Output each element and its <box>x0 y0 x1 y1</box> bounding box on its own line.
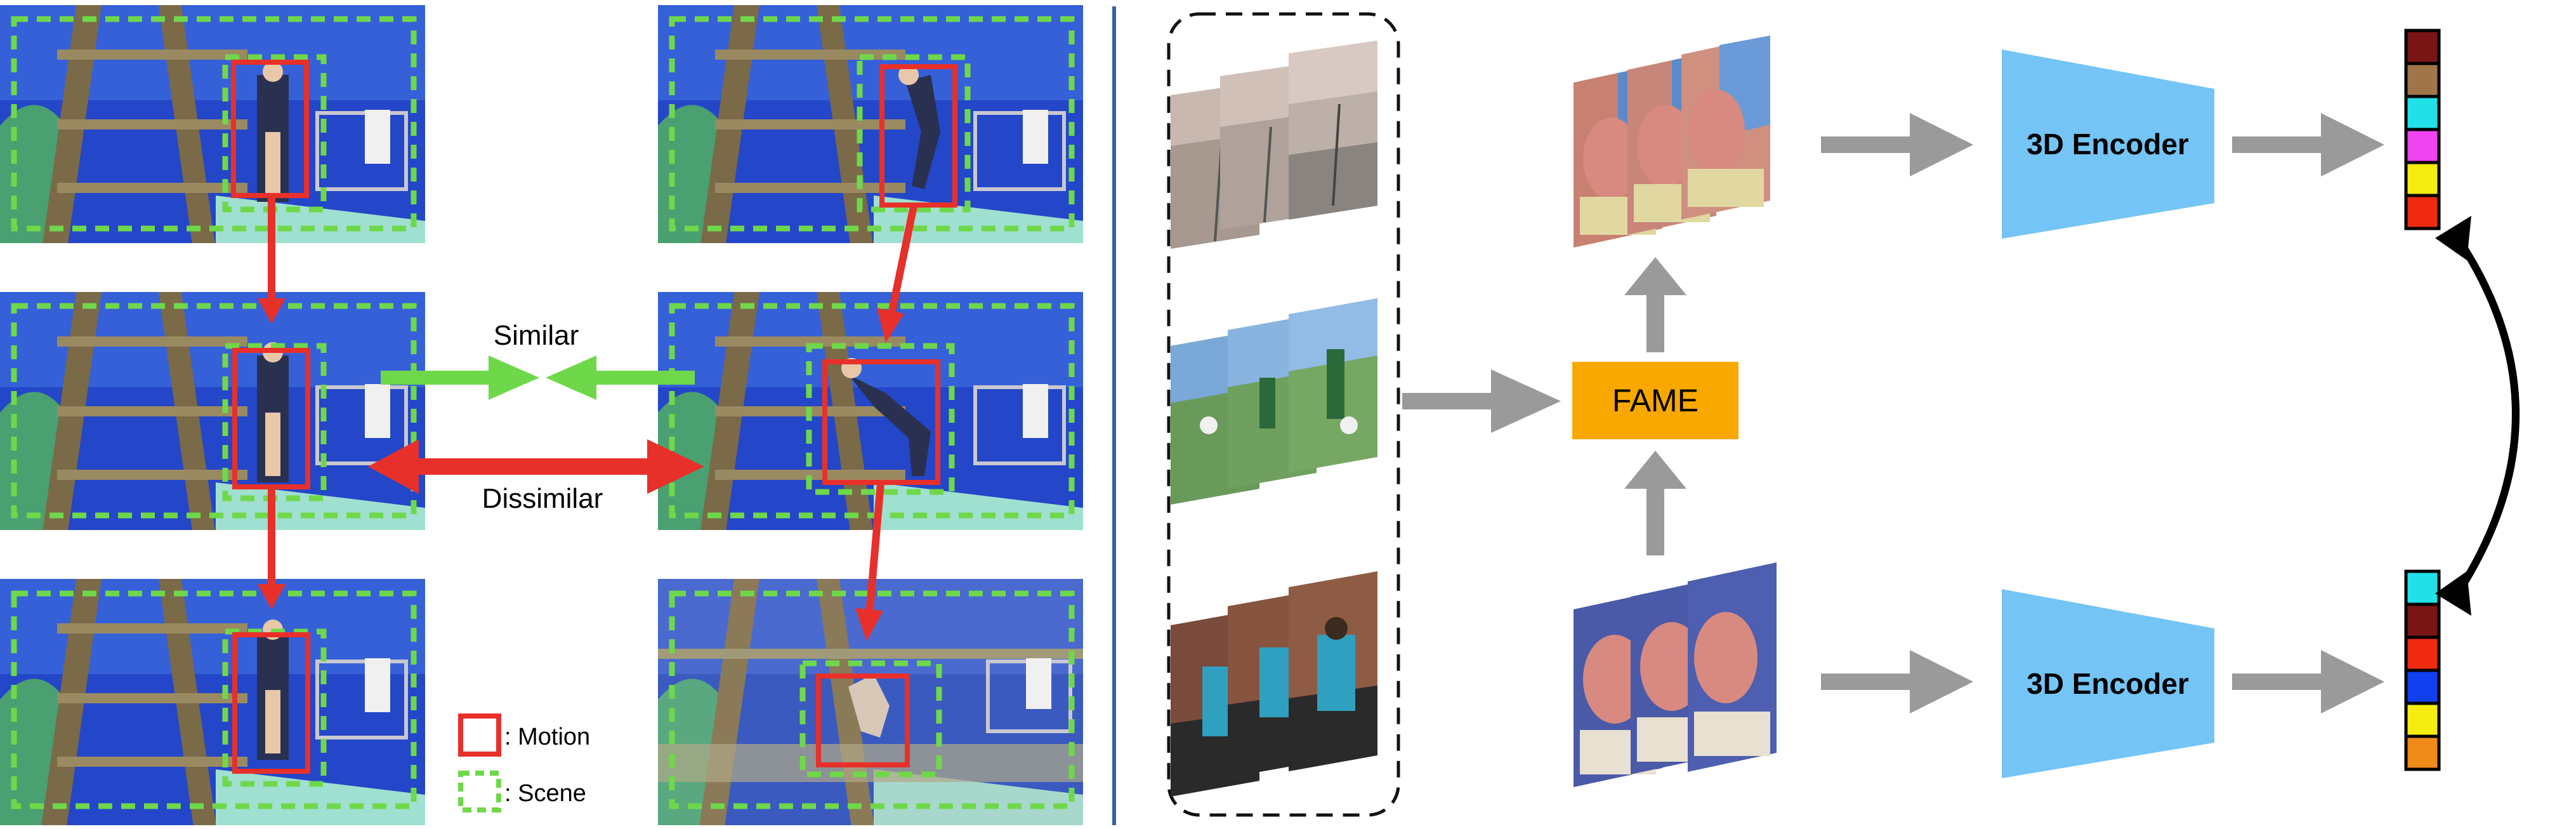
clip-stack-gym <box>1171 41 1377 249</box>
similar-arrows <box>381 355 695 400</box>
arrow-to-encoder-bottom <box>1821 650 1973 713</box>
arrow-clips-to-fame <box>1402 369 1561 433</box>
legend: : Motion : Scene <box>458 713 590 812</box>
feature-cell <box>2404 62 2441 98</box>
arrow-to-encoder-top <box>1821 113 1973 176</box>
motion-box <box>879 64 957 208</box>
arrow-fame-up <box>1624 257 1686 352</box>
frame-left-2 <box>0 292 425 530</box>
frame-left-3 <box>0 579 425 825</box>
feature-cell <box>2404 161 2441 197</box>
motion-flow-arrows <box>258 197 917 641</box>
motion-box <box>232 632 310 774</box>
feature-cell <box>2404 194 2441 230</box>
encoder-top <box>2002 50 2214 239</box>
arrow-to-features-top <box>2232 113 2384 176</box>
feature-vector-top <box>2404 29 2441 230</box>
fame-label: FAME <box>1612 383 1699 418</box>
similar-label: Similar <box>494 320 579 351</box>
frame-left-1 <box>0 5 425 243</box>
scene-box <box>11 16 417 232</box>
clip-stack-augmented <box>1574 36 1770 248</box>
scene-box <box>11 303 417 519</box>
scene-box <box>806 343 955 495</box>
fame-box <box>1572 362 1738 439</box>
scene-box <box>669 16 1075 232</box>
feature-cell <box>2404 701 2441 738</box>
feature-cell <box>2404 29 2441 65</box>
encoder-top-label: 3D Encoder <box>2027 128 2189 161</box>
dissimilar-arrow <box>368 439 704 494</box>
encoder-bottom <box>2002 589 2214 778</box>
feature-cell <box>2404 602 2441 639</box>
scene-box <box>11 590 417 809</box>
motion-box <box>822 359 940 485</box>
motion-box <box>232 348 310 489</box>
scene-box <box>669 590 1075 809</box>
motion-box <box>231 60 309 198</box>
legend-motion-label: : Motion <box>504 724 590 750</box>
feature-cell <box>2404 95 2441 131</box>
feature-cell <box>2404 569 2441 606</box>
clip-stack-soccer <box>1171 298 1377 505</box>
scene-box <box>669 303 1075 519</box>
legend-scene-swatch <box>458 771 501 812</box>
clip-stack-indoor <box>1171 571 1377 797</box>
feature-vector-bottom <box>2404 569 2441 771</box>
legend-scene-label: : Scene <box>504 780 586 807</box>
feature-cell <box>2404 128 2441 164</box>
motion-boxes <box>231 60 957 774</box>
frame-right-1 <box>658 5 1083 243</box>
left-panel: Similar Dissimilar : Motion : Scene <box>0 5 1083 825</box>
arrow-to-features-bottom <box>2232 650 2384 713</box>
scene-box <box>857 54 971 213</box>
legend-motion-swatch <box>458 713 501 757</box>
scene-box <box>799 660 942 778</box>
dissimilar-label: Dissimilar <box>482 483 603 514</box>
clip-stack-original <box>1574 562 1777 787</box>
feature-cell <box>2404 734 2441 771</box>
right-panel: FAME <box>1167 12 2520 817</box>
feature-cell <box>2404 635 2441 672</box>
motion-box <box>816 673 910 767</box>
scene-box <box>222 628 327 787</box>
arrow-bottom-to-fame <box>1624 451 1686 555</box>
encoder-bottom-label: 3D Encoder <box>2027 667 2189 700</box>
feature-cell <box>2404 668 2441 705</box>
contrastive-arrow <box>2435 216 2520 616</box>
